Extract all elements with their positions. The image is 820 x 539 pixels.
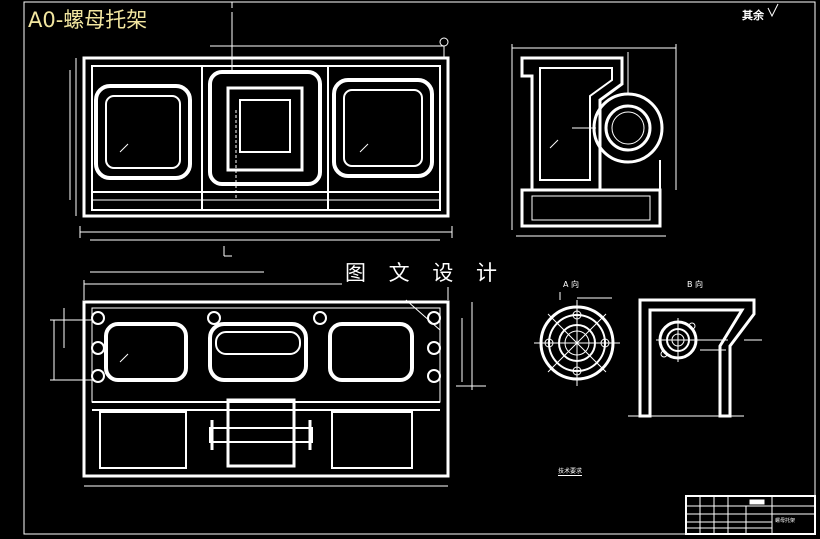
roughness-note: 其余 [742, 9, 764, 22]
drawing-border [23, 1, 816, 535]
view-a [534, 292, 620, 386]
roughness-symbol [767, 3, 779, 18]
tech-requirements-label: 技术要求 [558, 468, 583, 476]
title-block-name: 螺母托架 [775, 518, 796, 524]
drawing-title: A0-螺母托架 [28, 8, 148, 32]
front-view [69, 12, 453, 257]
title-block [685, 495, 816, 535]
top-view [50, 271, 486, 487]
section-heading: 图 文 设 计 [342, 257, 509, 287]
view-b [628, 298, 762, 418]
view-b-label: B 向 [687, 280, 704, 289]
side-view [511, 44, 677, 237]
view-a-label: A 向 [563, 280, 580, 289]
